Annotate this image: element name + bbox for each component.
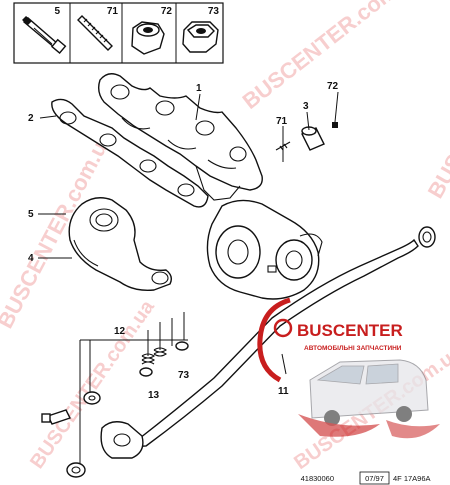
header-ref-71: 71 [107, 6, 119, 17]
header-ref-73: 73 [208, 6, 220, 17]
footer-ref-number: 41830060 [301, 474, 334, 483]
callout-73: 73 [178, 370, 190, 381]
van-icon [298, 359, 440, 439]
manifold-gasket [51, 98, 209, 208]
watermark-text-1: BUSCENTER.com.ua [238, 0, 427, 114]
front-exhaust-pipe [100, 226, 436, 459]
logo-ring-icon [273, 318, 293, 338]
exhaust-manifold [97, 73, 263, 201]
callout-11: 11 [278, 386, 289, 397]
lock-nut-icon [182, 21, 219, 53]
footer-reference: 41830060 07/97 4F 17A96A [301, 471, 431, 485]
footer-code: 4F 17A96A [393, 474, 431, 483]
callout-71: 71 [276, 116, 288, 127]
callout-4: 4 [28, 253, 34, 264]
callout-5: 5 [28, 209, 34, 220]
hardware-set [41, 312, 189, 478]
logo-brand: BUSCENTER [297, 321, 403, 340]
watermark-text-3: BUSCENTER.com.ua [423, 0, 450, 202]
callout-72: 72 [327, 81, 339, 92]
turbocharger [206, 199, 323, 300]
logo-tagline: АВТОМОБІЛЬНІ ЗАПЧАСТИНИ [304, 345, 402, 352]
bolt-icon [22, 16, 67, 55]
logo-swoosh-icon [257, 297, 291, 383]
callout-3: 3 [303, 101, 309, 112]
callout-12: 12 [114, 326, 126, 337]
spacer-sleeve [301, 126, 325, 151]
nut-icon [131, 21, 165, 55]
nut-small-icon [332, 122, 338, 128]
downpipe-elbow [68, 197, 173, 292]
stud-icon [77, 15, 113, 51]
callout-1: 1 [196, 83, 202, 94]
hardware-header-box: 5 71 72 73 [13, 2, 224, 64]
callout-2: 2 [28, 113, 34, 124]
callouts: 1 2 3 71 72 5 4 12 13 73 11 [28, 81, 339, 401]
callout-13: 13 [148, 390, 160, 401]
leader-lines [38, 91, 339, 375]
buscenter-logo: BUSCENTER АВТОМОБІЛЬНІ ЗАПЧАСТИНИ [257, 297, 440, 439]
header-ref-72: 72 [161, 6, 173, 17]
header-ref-5: 5 [54, 6, 60, 17]
footer-date: 07/97 [365, 474, 384, 483]
